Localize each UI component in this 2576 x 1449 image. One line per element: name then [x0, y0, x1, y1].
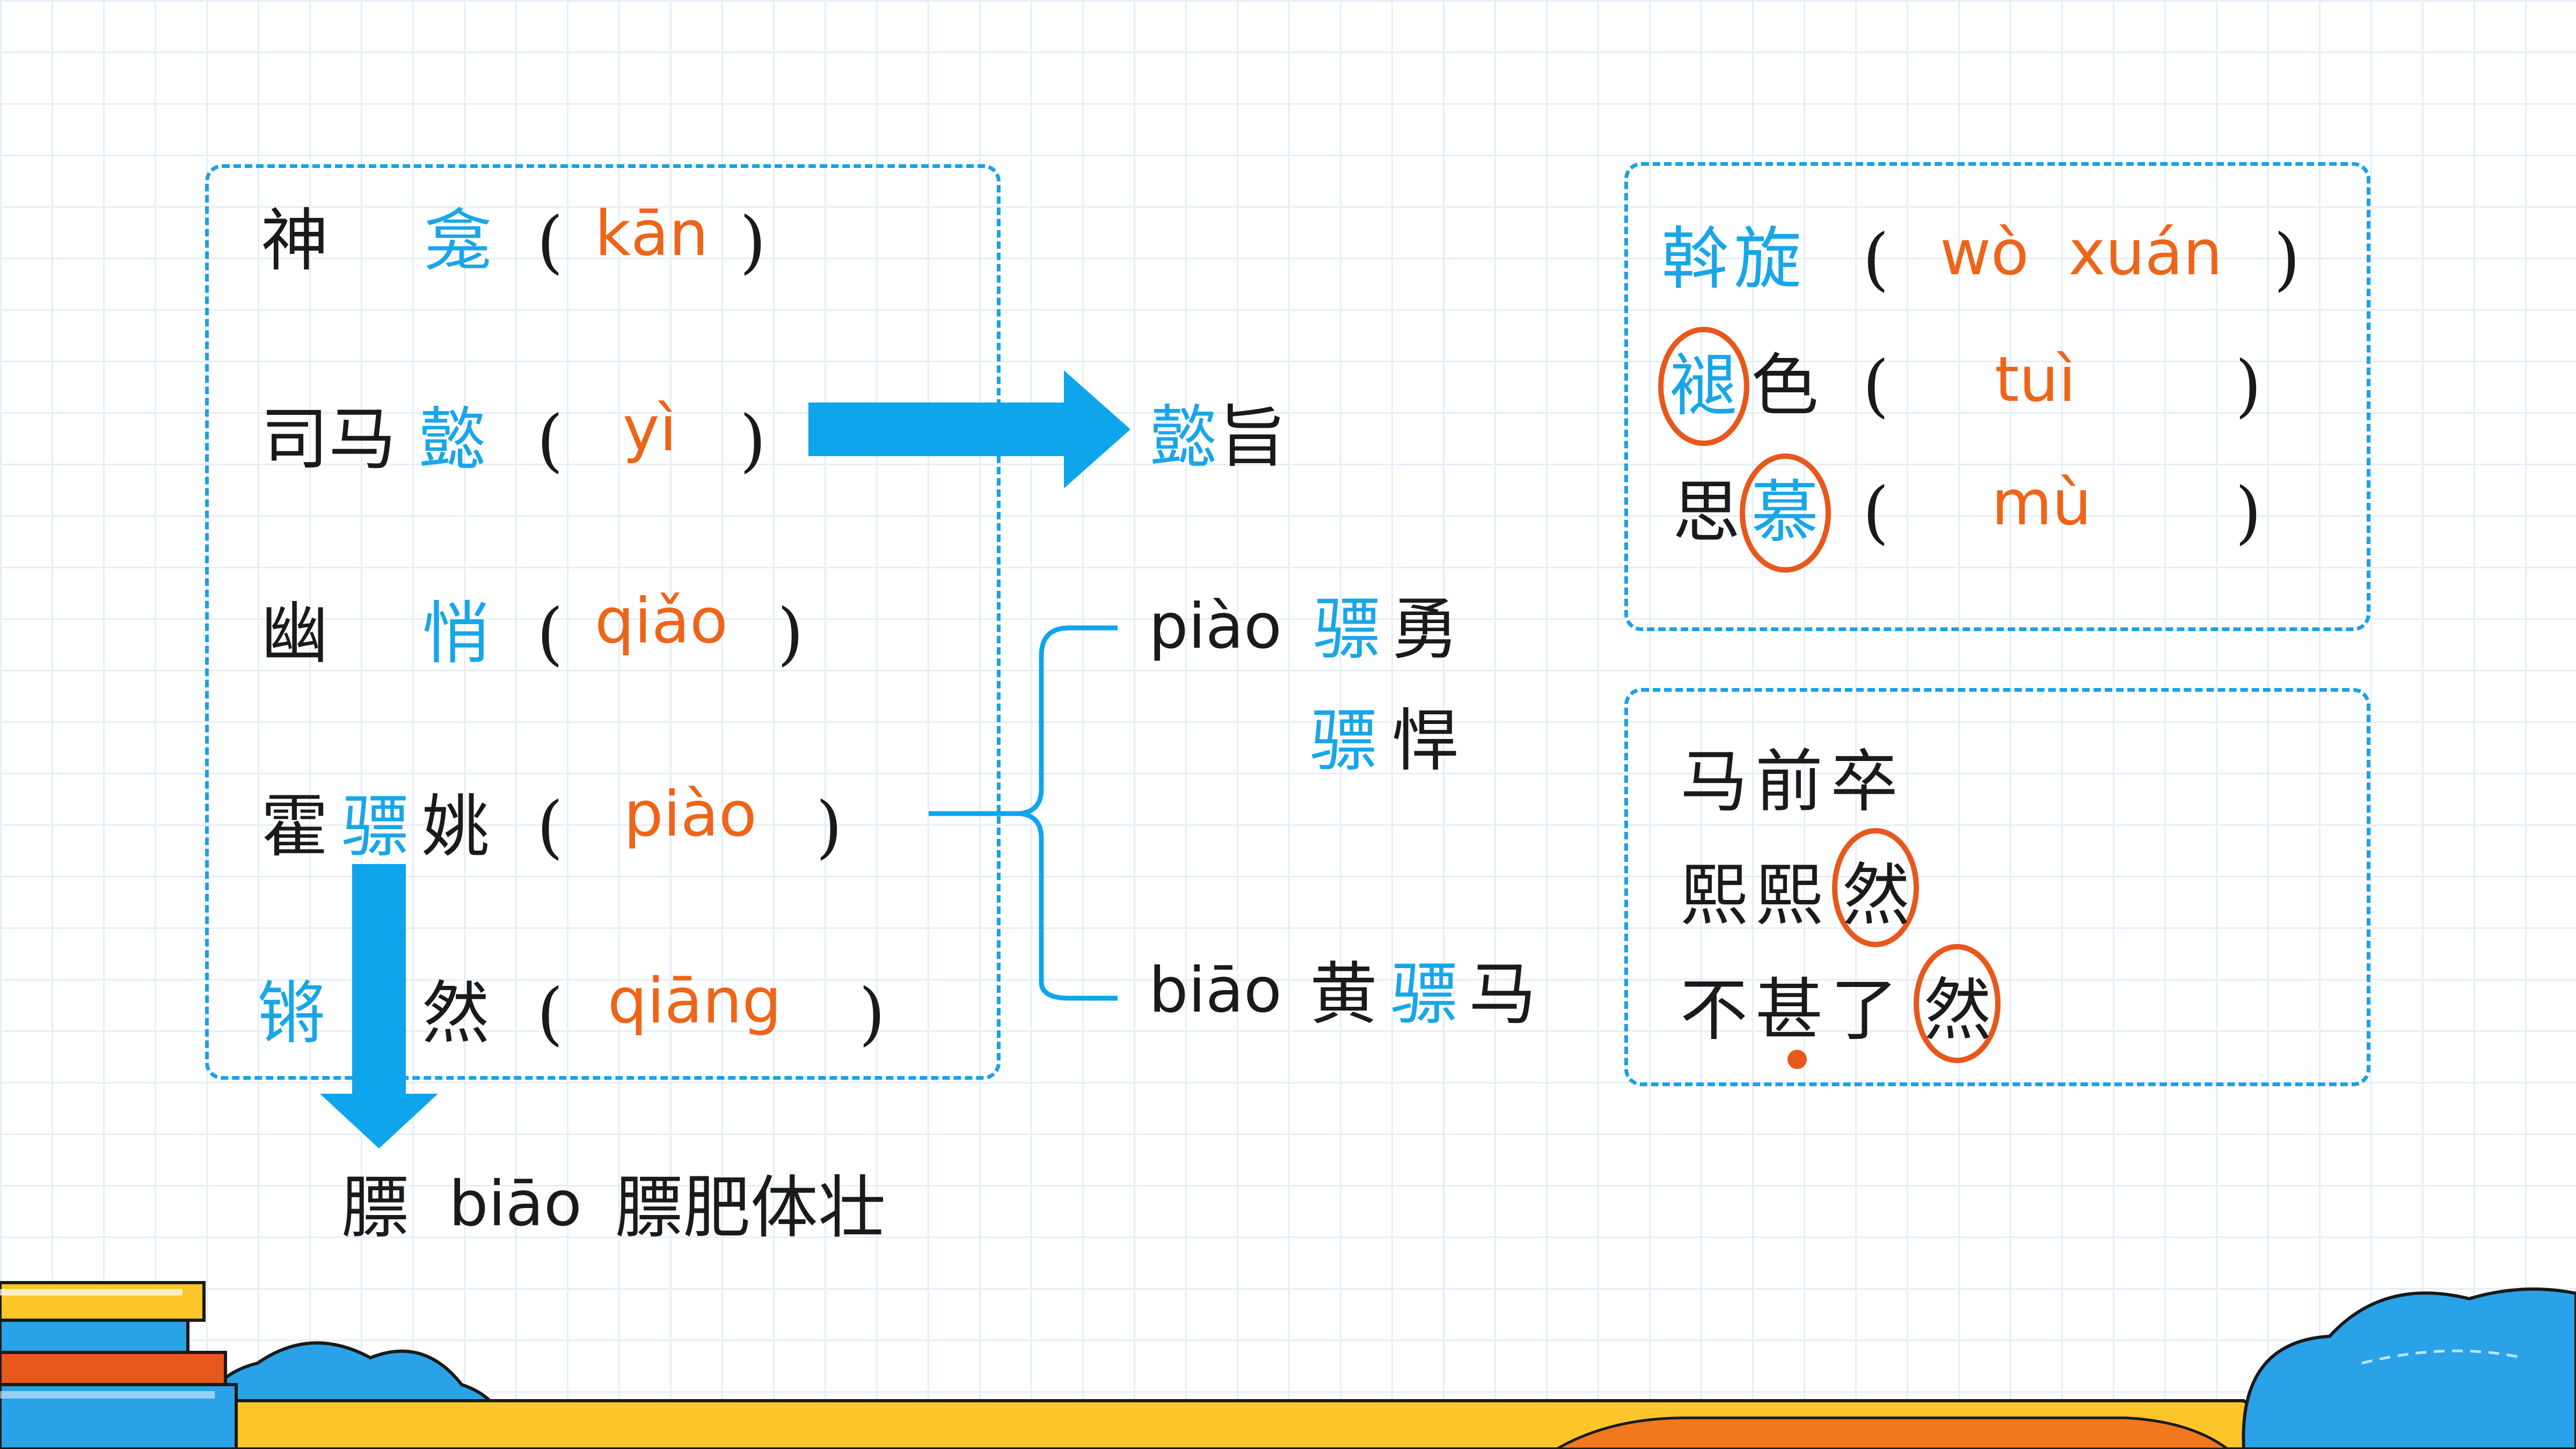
- arrow-word-highlight: 懿: [1150, 398, 1217, 477]
- paren-open: (: [537, 202, 564, 281]
- right-bottom-box: [1624, 688, 2370, 1086]
- brace-bottom-pre: 黄: [1310, 955, 1377, 1034]
- rb-line1: 马前卒: [1680, 742, 1906, 821]
- rb-line2-circled: 然: [1842, 856, 1910, 935]
- row2-highlight: 懿: [419, 400, 486, 479]
- row1-char: 神: [261, 201, 329, 280]
- paren-close: ): [2274, 219, 2301, 298]
- paren-close: ): [2235, 346, 2262, 425]
- rt-row3-circled: 慕: [1751, 473, 1819, 552]
- row5-char-after: 然: [422, 974, 490, 1053]
- paren-close: ): [816, 787, 843, 866]
- brace-top-highlight: 骠: [1313, 590, 1381, 669]
- brace-bottom-rest: 马: [1469, 955, 1536, 1034]
- paren-open: (: [537, 974, 564, 1053]
- row1-highlight: 龛: [424, 201, 492, 280]
- paren-close: ): [777, 594, 804, 673]
- rb-line2-text: 熙熙: [1680, 856, 1830, 935]
- brace-connector: [929, 625, 1118, 1001]
- down-arrow-icon: [320, 864, 438, 1148]
- paren-close: ): [2235, 473, 2262, 552]
- paren-open: (: [537, 787, 564, 866]
- paren-open: (: [537, 594, 564, 673]
- row3-char: 幽: [261, 594, 329, 673]
- paren-open: (: [1863, 346, 1889, 425]
- paren-open: (: [1863, 473, 1889, 552]
- rt-row2-rest: 色: [1751, 346, 1819, 425]
- down-word-pinyin: biāo: [449, 1168, 582, 1240]
- row4-char: 霍: [261, 787, 329, 866]
- bottom-decoration: [0, 1281, 2576, 1449]
- paren-close: ): [740, 401, 767, 480]
- right-arrow-icon: [808, 370, 1130, 488]
- paren-open: (: [1863, 219, 1889, 298]
- brace-bottom-highlight: 骠: [1390, 955, 1458, 1034]
- right-top-box: [1624, 162, 2370, 631]
- down-word-phrase: 膘肥体壮: [615, 1168, 886, 1247]
- circle-mark: [1832, 828, 1919, 947]
- circle-mark: [1740, 453, 1831, 573]
- row2-char: 司马: [261, 400, 396, 479]
- down-word-char: 膘: [341, 1168, 409, 1247]
- row5-highlight: 锵: [258, 974, 325, 1053]
- paren-open: (: [537, 401, 564, 480]
- rb-line3-circled: 然: [1924, 971, 1991, 1050]
- brace-top-pinyin: piào: [1149, 590, 1282, 663]
- rt-row1-pinyin: wò xuán: [1940, 217, 2223, 289]
- circle-mark: [1914, 944, 2001, 1063]
- brace-middle-highlight: 骠: [1310, 701, 1377, 780]
- brace-middle-rest: 悍: [1391, 701, 1459, 780]
- paren-close: ): [859, 974, 886, 1053]
- arrow-word-rest: 旨: [1218, 398, 1286, 477]
- rt-row2-circled: 褪: [1669, 346, 1737, 425]
- rt-row1-chars: 斡旋: [1662, 219, 1806, 298]
- row3-pinyin: qiǎo: [595, 585, 728, 657]
- left-word-box: [205, 164, 1001, 1080]
- circle-mark: [1658, 327, 1749, 446]
- row4-pinyin: piào: [624, 778, 757, 851]
- row4-highlight: 骠: [341, 787, 409, 866]
- brace-bottom-pinyin: biāo: [1149, 954, 1282, 1027]
- emphasis-dot: [1787, 1050, 1807, 1069]
- paren-close: ): [740, 202, 767, 281]
- rb-line3-text: 不甚了: [1680, 971, 1906, 1050]
- rt-row3-pinyin: mù: [1991, 467, 2092, 539]
- row5-pinyin: qiāng: [608, 965, 782, 1037]
- row2-pinyin: yì: [623, 393, 677, 465]
- brace-top-rest: 勇: [1391, 590, 1459, 669]
- rt-row3-pre: 思: [1673, 473, 1740, 552]
- row3-highlight: 悄: [422, 594, 490, 673]
- row4-char-after: 姚: [422, 787, 490, 866]
- rt-row2-pinyin: tuì: [1995, 343, 2076, 416]
- row1-pinyin: kān: [595, 197, 709, 270]
